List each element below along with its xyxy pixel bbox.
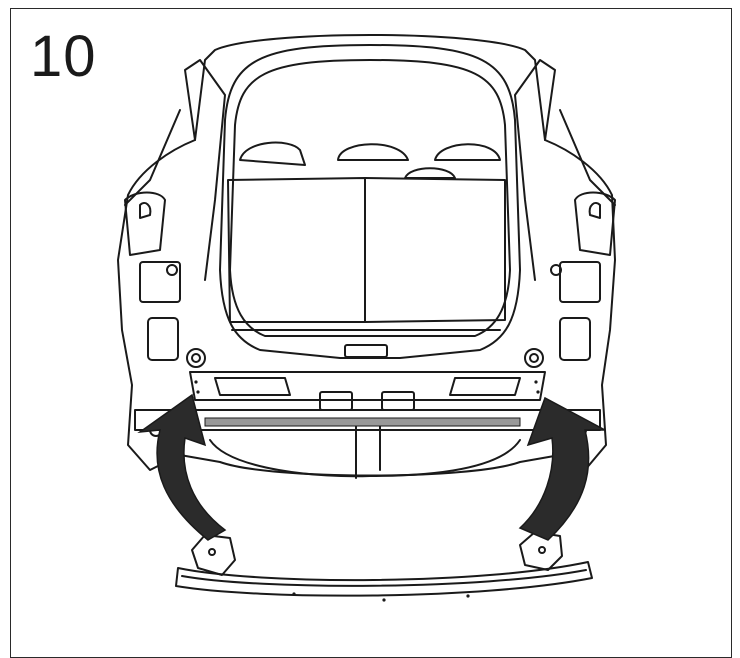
- instruction-frame: [10, 8, 732, 658]
- curved-arrow-right-icon: [518, 396, 606, 541]
- left-lamp-housing: [124, 191, 166, 256]
- bumper-beam: [175, 561, 593, 597]
- right-pillar: [514, 59, 556, 281]
- curved-arrow-left-icon: [137, 393, 227, 541]
- headrest-right: [434, 143, 501, 161]
- headrest-left: [239, 141, 306, 166]
- tailgate-opening: [219, 44, 521, 359]
- headrest-center: [337, 143, 409, 161]
- crossmember-strip: [204, 417, 521, 427]
- panel-dots: [194, 380, 540, 602]
- seat-back: [227, 177, 366, 323]
- left-pillar: [184, 59, 226, 281]
- right-lamp-housing: [574, 191, 616, 256]
- step-number: 10: [30, 24, 97, 89]
